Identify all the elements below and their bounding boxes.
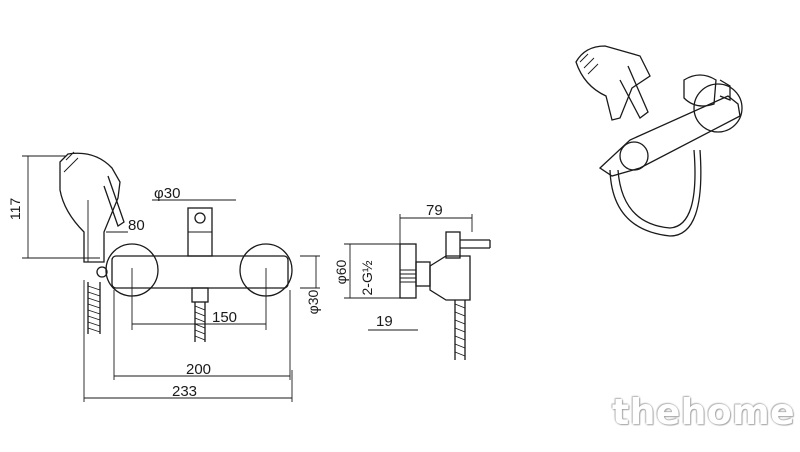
dimension-150: 150 bbox=[212, 309, 237, 326]
perspective-view bbox=[575, 45, 743, 237]
dimension-19: 19 bbox=[376, 313, 393, 330]
brand-watermark: thehome bbox=[612, 392, 796, 433]
dimension-diameter-30-top: φ30 bbox=[154, 185, 180, 202]
front-dimension-lines bbox=[22, 155, 320, 402]
dimension-200: 200 bbox=[186, 361, 211, 378]
dimension-thread: 2-G½ bbox=[359, 260, 375, 295]
dimension-80: 80 bbox=[128, 217, 145, 234]
dimension-diameter-30-side: φ30 bbox=[305, 289, 321, 314]
mixer-body-front bbox=[105, 207, 293, 342]
dimension-233: 233 bbox=[172, 383, 197, 400]
hose-left bbox=[87, 282, 101, 334]
side-view bbox=[344, 214, 491, 360]
dimension-diameter-60: φ60 bbox=[333, 259, 349, 284]
dimension-117: 117 bbox=[7, 198, 23, 221]
dimension-79: 79 bbox=[426, 202, 443, 219]
front-view bbox=[22, 151, 320, 402]
hand-shower-front bbox=[59, 151, 125, 278]
